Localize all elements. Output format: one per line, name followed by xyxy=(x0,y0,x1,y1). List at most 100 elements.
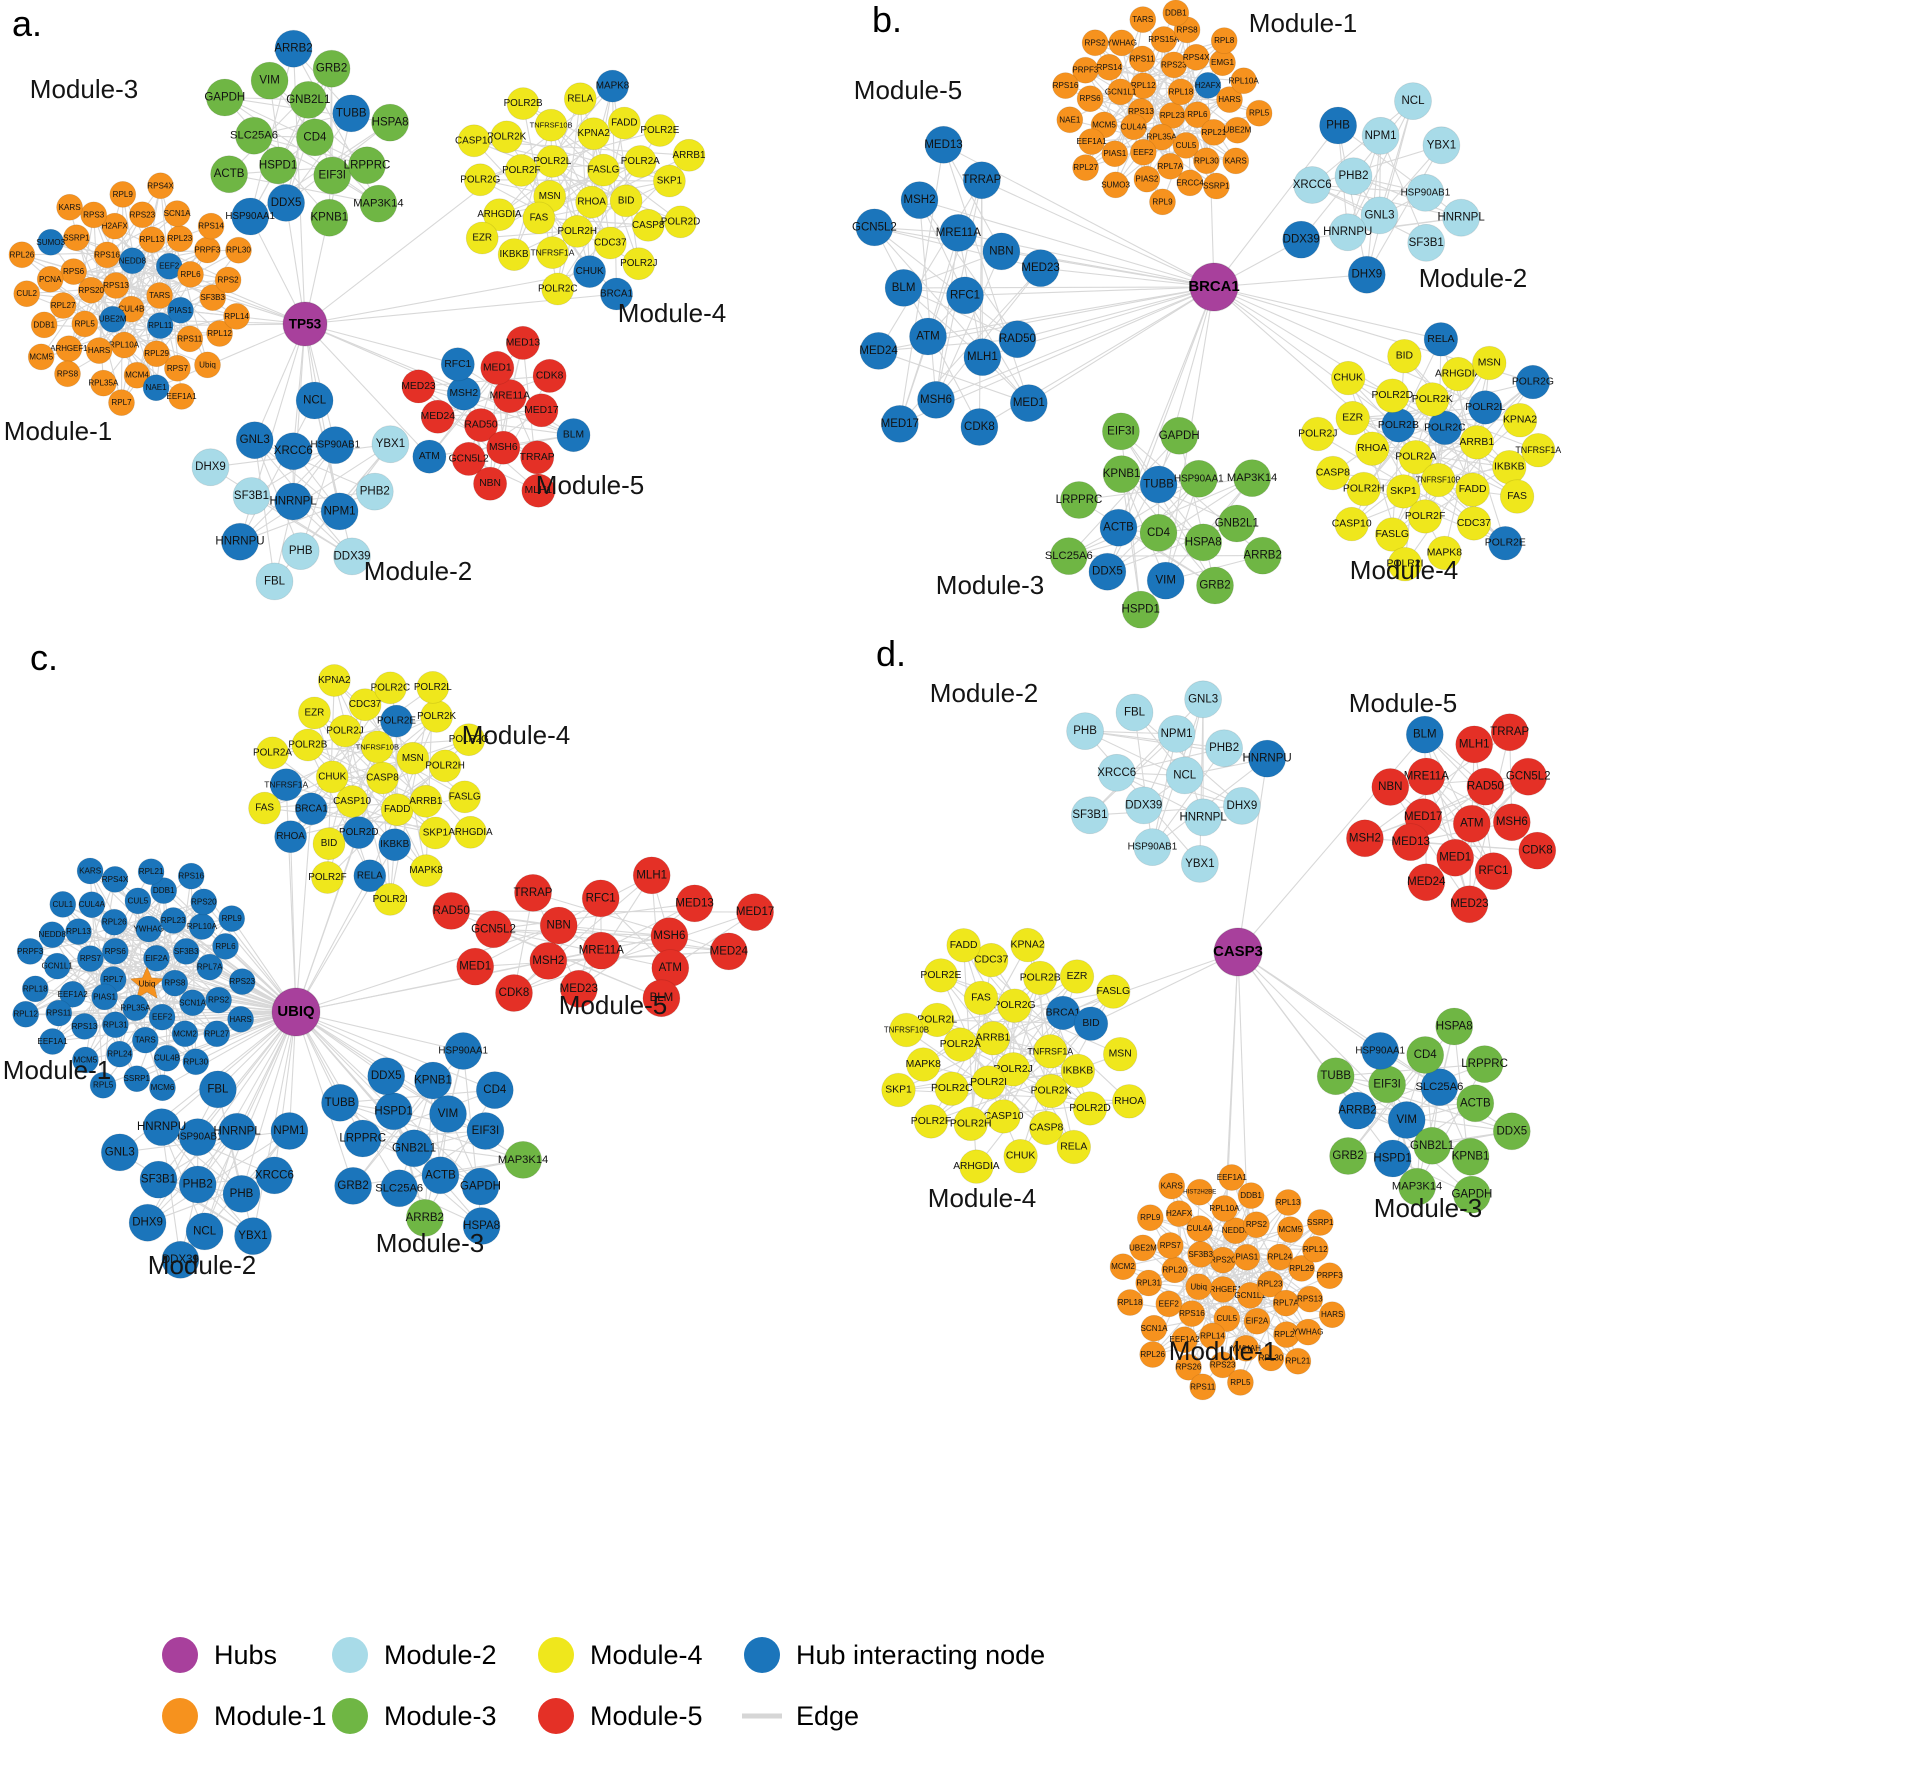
node-ywhah[interactable]: YWHAH xyxy=(1231,1334,1261,1362)
node-npm1[interactable]: NPM1 xyxy=(270,1112,309,1150)
node-rfc1[interactable]: RFC1 xyxy=(946,276,984,315)
node-gnb2l1[interactable]: GNB2L1 xyxy=(392,1129,436,1168)
node-gcn1l1[interactable]: GCN1L1 xyxy=(1105,78,1137,106)
node-mapk8[interactable]: MAPK8 xyxy=(906,1047,941,1082)
node-rpl21[interactable]: RPL21 xyxy=(1284,1347,1312,1375)
node-tubb[interactable]: TUBB xyxy=(332,94,371,133)
node-rpl30[interactable]: RPL30 xyxy=(1193,147,1220,175)
node-rps4x[interactable]: RPS4X xyxy=(1182,43,1210,71)
node-fbl[interactable]: FBL xyxy=(255,562,294,601)
node-hnrnpl[interactable]: HNRNPL xyxy=(1179,798,1227,837)
node-hnrnpl[interactable]: HNRNPL xyxy=(213,1112,261,1151)
node-gcn5l2[interactable]: GCN5L2 xyxy=(449,441,489,476)
node-ywhag[interactable]: YWHAG xyxy=(1106,29,1137,57)
node-rps20[interactable]: RPS20 xyxy=(77,276,105,304)
node-rps16[interactable]: RPS16 xyxy=(93,241,121,269)
node-npm1[interactable]: NPM1 xyxy=(320,492,359,531)
node-polr2f[interactable]: POLR2F xyxy=(911,1104,951,1139)
node-polr2l[interactable]: POLR2L xyxy=(917,1002,957,1038)
node-fas[interactable]: FAS xyxy=(522,201,556,235)
node-map3k14[interactable]: MAP3K14 xyxy=(498,1141,548,1179)
node-ube2m[interactable]: UBE2M xyxy=(1223,116,1252,144)
node-msh6[interactable]: MSH6 xyxy=(1492,803,1531,842)
node-mre11a[interactable]: MRE11A xyxy=(1404,757,1449,796)
node-pias1[interactable]: PIAS1 xyxy=(167,296,194,324)
node-rhoa[interactable]: RHOA xyxy=(575,185,608,219)
node-cd4[interactable]: CD4 xyxy=(295,118,334,157)
node-cdk8[interactable]: CDK8 xyxy=(495,974,533,1012)
node-map3k14[interactable]: MAP3K14 xyxy=(353,184,404,223)
node-rps2[interactable]: RPS2 xyxy=(1243,1211,1270,1239)
node-sf3b3[interactable]: SF3B3 xyxy=(172,938,200,965)
node-eif3i[interactable]: EIF3I xyxy=(466,1112,505,1150)
node-hsp90aa1[interactable]: HSP90AA1 xyxy=(1355,1032,1405,1070)
node-polr2b[interactable]: POLR2B xyxy=(1020,960,1061,996)
node-rpl26[interactable]: RPL26 xyxy=(1139,1341,1167,1368)
node-ddb1[interactable]: DDB1 xyxy=(1237,1182,1265,1209)
node-gnl3[interactable]: GNL3 xyxy=(1184,680,1222,719)
node-arrb2[interactable]: ARRB2 xyxy=(1338,1091,1377,1130)
node-polr2d[interactable]: POLR2D xyxy=(661,205,701,239)
node-mcm2[interactable]: MCM2 xyxy=(171,1020,199,1048)
node-kars[interactable]: KARS xyxy=(1158,1172,1186,1200)
node-ezr[interactable]: EZR xyxy=(297,696,331,730)
node-dhx9[interactable]: DHX9 xyxy=(1347,255,1386,294)
node-pias1[interactable]: PIAS1 xyxy=(1101,140,1129,168)
node-sf3b1[interactable]: SF3B1 xyxy=(232,477,271,515)
node-hnrnpl[interactable]: HNRNPL xyxy=(1437,198,1485,237)
node-med24[interactable]: MED24 xyxy=(1407,863,1446,902)
node-hspa8[interactable]: HSPA8 xyxy=(462,1207,501,1245)
node-rps4x[interactable]: RPS4X xyxy=(101,866,129,893)
node-eif2a[interactable]: EIF2A xyxy=(143,944,170,972)
node-eef2[interactable]: EEF2 xyxy=(1129,138,1157,166)
node-arrb2[interactable]: ARRB2 xyxy=(406,1199,444,1237)
node-ybx1[interactable]: YBX1 xyxy=(371,425,410,464)
node-mre11a[interactable]: MRE11A xyxy=(936,213,981,252)
node-polr2c[interactable]: POLR2C xyxy=(371,671,411,705)
node-map3k14[interactable]: MAP3K14 xyxy=(1392,1167,1442,1206)
node-prpf3[interactable]: PRPF3 xyxy=(193,236,221,264)
node-rps20[interactable]: RPS20 xyxy=(190,888,218,916)
node-tnfrsf1a[interactable]: TNFRSF1A xyxy=(1027,1034,1073,1069)
node-hist2h2be[interactable]: HIST2H2BE xyxy=(1183,1178,1216,1206)
node-polr2e[interactable]: POLR2E xyxy=(920,958,961,993)
node-prpf3[interactable]: PRPF3 xyxy=(1072,56,1099,84)
node-rpl6[interactable]: RPL6 xyxy=(212,933,239,960)
node-med17[interactable]: MED17 xyxy=(881,404,919,443)
node-hspd1[interactable]: HSPD1 xyxy=(259,146,297,185)
node-rela[interactable]: RELA xyxy=(563,82,597,116)
node-hnrnpu[interactable]: HNRNPU xyxy=(215,522,265,561)
node-blm[interactable]: BLM xyxy=(556,418,591,453)
node-mre11a[interactable]: MRE11A xyxy=(490,379,531,414)
node-med24[interactable]: MED24 xyxy=(710,932,749,971)
node-phb[interactable]: PHB xyxy=(1319,106,1357,145)
node-slc25a6[interactable]: SLC25A6 xyxy=(230,116,278,155)
node-polr2e[interactable]: POLR2E xyxy=(640,114,680,147)
node-chuk[interactable]: CHUK xyxy=(315,760,349,794)
node-rps6[interactable]: RPS6 xyxy=(101,937,129,965)
node-med23[interactable]: MED23 xyxy=(1450,885,1489,924)
node-rpl13[interactable]: RPL13 xyxy=(138,226,166,254)
node-casp10[interactable]: CASP10 xyxy=(984,1099,1024,1134)
node-arrb1[interactable]: ARRB1 xyxy=(409,784,443,818)
node-polr2k[interactable]: POLR2K xyxy=(1412,382,1453,417)
node-msh2[interactable]: MSH2 xyxy=(446,376,481,411)
node-rps4x[interactable]: RPS4X xyxy=(147,172,174,200)
node-gapdh[interactable]: GAPDH xyxy=(1159,416,1200,455)
node-sf3b1[interactable]: SF3B1 xyxy=(1071,796,1109,835)
node-bid[interactable]: BID xyxy=(1387,339,1422,374)
node-gapdh[interactable]: GAPDH xyxy=(204,78,245,117)
node-polr2h[interactable]: POLR2H xyxy=(558,214,598,248)
node-msh2[interactable]: MSH2 xyxy=(900,181,939,220)
node-ube2m[interactable]: UBE2M xyxy=(99,305,127,333)
node-eef2[interactable]: EEF2 xyxy=(1155,1290,1183,1318)
node-polr2f[interactable]: POLR2F xyxy=(502,153,541,187)
node-rpl30[interactable]: RPL30 xyxy=(225,236,252,264)
node-gcn1l1[interactable]: GCN1L1 xyxy=(1234,1282,1266,1309)
node-hsp90aa1[interactable]: HSP90AA1 xyxy=(438,1032,488,1070)
node-cd4[interactable]: CD4 xyxy=(475,1071,514,1109)
node-actb[interactable]: ACTB xyxy=(421,1156,460,1195)
node-ezr[interactable]: EZR xyxy=(1059,959,1095,994)
node-bid[interactable]: BID xyxy=(1073,1006,1109,1041)
node-ybx1[interactable]: YBX1 xyxy=(1181,845,1219,883)
